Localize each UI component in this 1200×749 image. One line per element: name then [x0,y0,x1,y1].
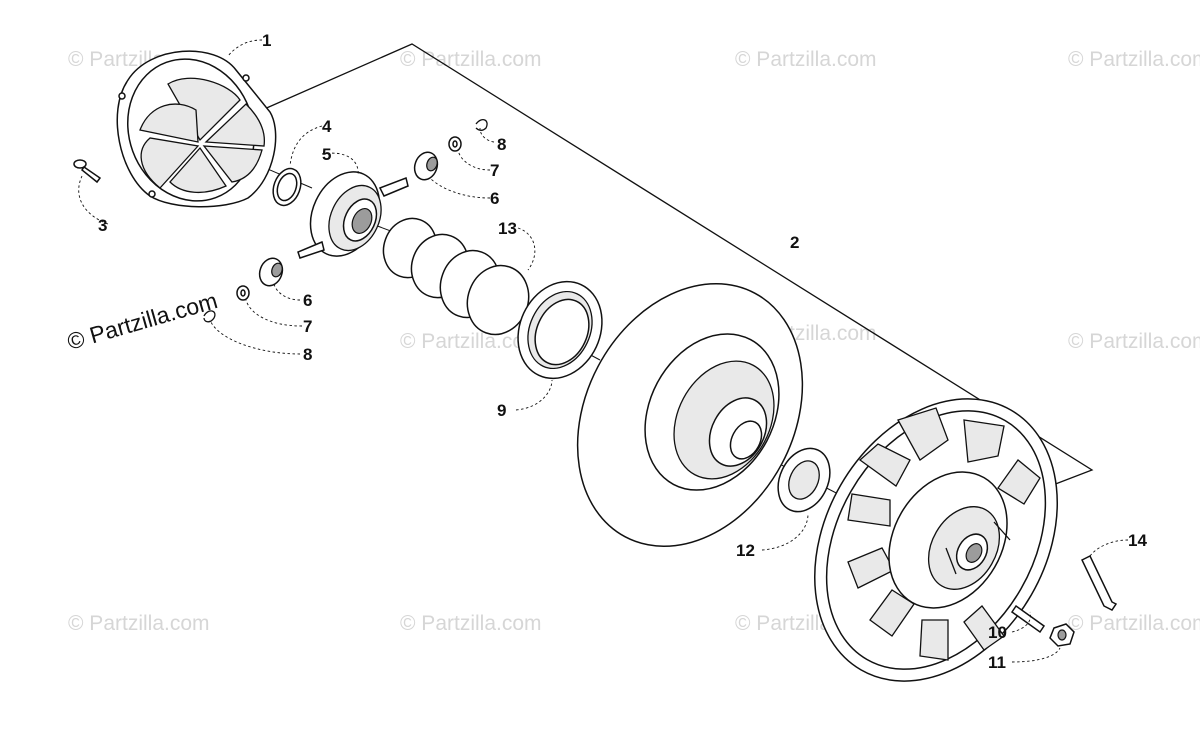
watermark: © Partzilla.com [400,612,542,635]
watermark: © Partzilla.com [1068,330,1200,353]
part-8-clip-upper [475,119,488,131]
watermark: © Partzilla.com [735,48,877,71]
callout-9: 9 [497,401,506,420]
part-2-fixed-sheave [814,398,1058,682]
part-4-snap-ring [272,167,302,207]
watermark-main: © Partzilla.com [64,287,220,355]
watermark: © Partzilla.com [68,612,210,635]
part-6-roller-upper [413,151,439,181]
part-3-screw [73,159,102,184]
part-1-cover [116,50,277,208]
callout-4: 4 [322,117,332,136]
callout-6-upper: 6 [490,189,499,208]
callout-3: 3 [98,216,107,235]
watermark: © Partzilla.com [400,48,542,71]
part-9-seal [517,280,603,380]
callout-1: 1 [262,31,271,50]
part-8-clip-lower [203,310,216,323]
part-11-nut [1049,623,1075,647]
part-13-spring [382,217,530,336]
callout-7-lower: 7 [303,317,312,336]
part-14-hex-key [1081,554,1118,611]
callout-5: 5 [322,145,331,164]
part-12-washer [777,447,831,513]
callout-12: 12 [736,541,755,560]
watermark: © Partzilla.com [1068,48,1200,71]
assembly-bracket [261,43,1094,494]
callout-7-upper: 7 [490,161,499,180]
part-6-roller-lower [258,257,284,287]
leader-lines [78,39,1129,663]
part-7-washer-lower [236,285,250,301]
part-7-washer-upper [448,136,462,152]
callout-11: 11 [988,653,1006,672]
part-2-sheave [576,282,804,548]
part-5-spider-hub [297,171,409,259]
callout-13: 13 [498,219,517,238]
callout-10: 10 [988,623,1007,642]
watermark: © Partzilla.com [400,330,542,353]
watermark: © Partzilla.com [1068,612,1200,635]
callout-14: 14 [1128,531,1147,550]
part-10-pin [1010,604,1046,634]
callout-labels: 1 2 3 4 5 6 7 8 6 7 8 9 10 11 12 13 14 [98,31,1147,672]
callout-2: 2 [790,233,799,252]
callout-8-lower: 8 [303,345,312,364]
callout-8-upper: 8 [497,135,506,154]
callout-6-lower: 6 [303,291,312,310]
